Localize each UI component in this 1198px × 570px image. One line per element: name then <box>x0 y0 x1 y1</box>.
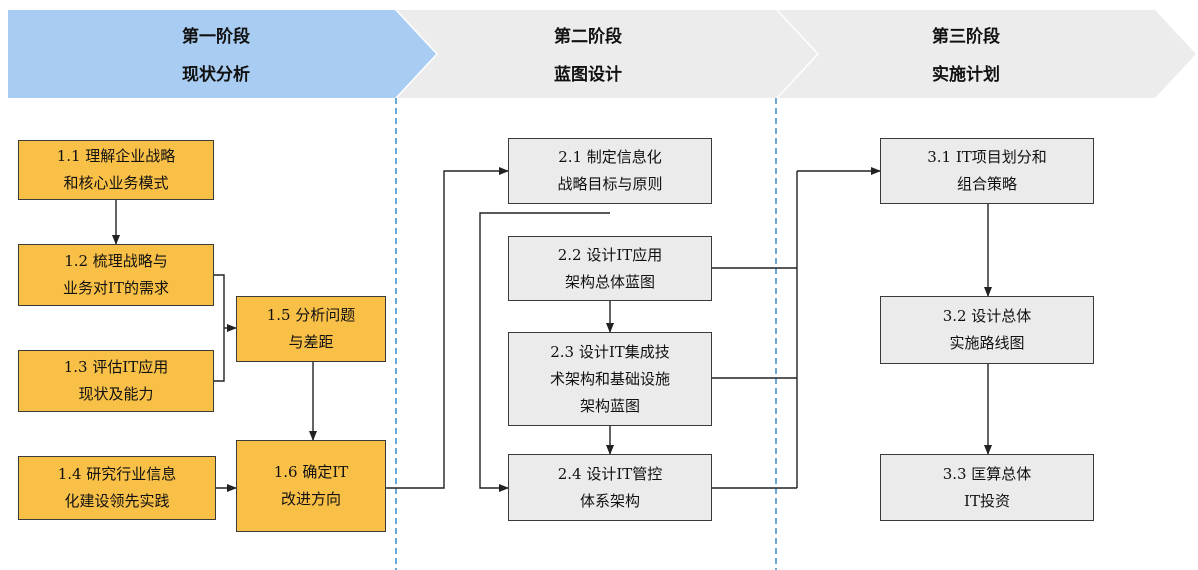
step-3-2-box: 3.2 设计总体 实施路线图 <box>880 296 1094 364</box>
step-3-3-line-1: 3.3 匡算总体 <box>942 464 1032 483</box>
step-1-6-line-2: 改进方向 <box>280 490 341 508</box>
phase-2-subtitle: 蓝图设计 <box>554 65 622 85</box>
arrow-2-1-to-2-4 <box>479 212 610 492</box>
step-2-2-line-2: 架构总体蓝图 <box>564 272 655 291</box>
step-1-5-box: 1.5 分析问题 与差距 <box>236 296 386 362</box>
phase-1-title: 第一阶段 现状分析 <box>116 18 316 94</box>
phase-3-title: 第三阶段 实施计划 <box>866 18 1066 94</box>
phase-3-subtitle: 实施计划 <box>932 65 1000 85</box>
step-1-6-box: 1.6 确定IT 改进方向 <box>236 440 386 532</box>
step-1-1-line-2: 和核心业务模式 <box>63 174 169 192</box>
step-1-1-box: 1.1 理解企业战略 和核心业务模式 <box>18 140 214 200</box>
phase-3-name: 第三阶段 <box>932 27 1000 47</box>
step-2-3-line-1: 2.3 设计IT集成技 <box>550 342 670 361</box>
step-1-2-line-1: 1.2 梳理战略与 <box>64 252 168 270</box>
step-1-5-line-1: 1.5 分析问题 <box>266 306 356 324</box>
step-2-4-line-1: 2.4 设计IT管控 <box>557 464 663 483</box>
phase-2-name: 第二阶段 <box>554 27 622 47</box>
step-2-1-line-2: 战略目标与原则 <box>557 175 663 193</box>
step-3-1-line-1: 3.1 IT项目划分和 <box>927 148 1047 166</box>
step-3-2-line-1: 3.2 设计总体 <box>942 307 1032 325</box>
step-1-4-box: 1.4 研究行业信息 化建设领先实践 <box>18 456 216 520</box>
step-3-1-box: 3.1 IT项目划分和 组合策略 <box>880 138 1094 204</box>
phase-1-subtitle: 现状分析 <box>182 65 250 85</box>
step-2-3-line-3: 架构蓝图 <box>579 396 640 415</box>
step-2-4-line-2: 体系架构 <box>579 491 640 510</box>
step-1-3-line-1: 1.3 评估IT应用 <box>63 358 169 376</box>
step-3-1-line-2: 组合策略 <box>956 175 1017 193</box>
step-3-2-line-2: 实施路线图 <box>949 334 1025 352</box>
step-2-4-box: 2.4 设计IT管控 体系架构 <box>508 454 712 521</box>
step-1-3-line-2: 现状及能力 <box>78 385 154 403</box>
phase-2-title: 第二阶段 蓝图设计 <box>488 18 688 94</box>
connector-1-2-bracket <box>214 274 225 382</box>
step-2-1-line-1: 2.1 制定信息化 <box>558 148 662 166</box>
step-1-2-line-2: 业务对IT的需求 <box>63 279 169 297</box>
step-2-3-box: 2.3 设计IT集成技 术架构和基础设施 架构蓝图 <box>508 332 712 426</box>
step-2-2-line-1: 2.2 设计IT应用 <box>557 245 663 264</box>
step-2-1-box: 2.1 制定信息化 战略目标与原则 <box>508 138 712 204</box>
step-3-3-line-2: IT投资 <box>964 491 1010 510</box>
step-1-6-line-1: 1.6 确定IT <box>273 463 349 481</box>
phase-1-name: 第一阶段 <box>182 27 250 47</box>
step-3-3-box: 3.3 匡算总体 IT投资 <box>880 454 1094 521</box>
step-1-3-box: 1.3 评估IT应用 现状及能力 <box>18 350 214 412</box>
step-1-4-line-1: 1.4 研究行业信息 <box>57 465 177 483</box>
step-2-3-line-2: 术架构和基础设施 <box>549 369 670 388</box>
phase-2-chevron <box>397 10 817 98</box>
phase-3-chevron <box>778 10 1196 98</box>
step-1-4-line-2: 化建设领先实践 <box>64 492 170 510</box>
step-1-5-line-2: 与差距 <box>288 333 334 351</box>
step-1-2-box: 1.2 梳理战略与 业务对IT的需求 <box>18 244 214 306</box>
arrow-1-6-to-2-1 <box>386 167 509 489</box>
step-1-1-line-1: 1.1 理解企业战略 <box>56 147 176 165</box>
step-2-2-box: 2.2 设计IT应用 架构总体蓝图 <box>508 236 712 301</box>
phase-1-chevron <box>8 10 436 98</box>
